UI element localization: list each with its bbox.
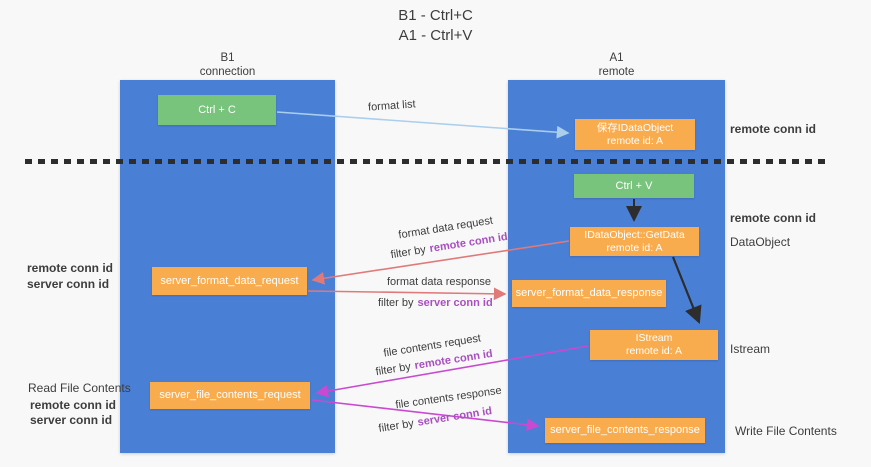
arrow-format-list <box>276 111 570 139</box>
node-saved-idataobject: 保存IDataObject remote id: A <box>575 119 695 150</box>
node-server-format-data-response: server_format_data_response <box>512 280 666 307</box>
annotation-left-server-conn-id: server conn id <box>27 277 110 291</box>
lane-a1-title: A1 <box>609 52 624 64</box>
node-istream-line2: remote id: A <box>625 345 683 357</box>
node-server-file-contents-request: server_file_contents_request <box>150 382 310 409</box>
filter-by-text: filter by <box>378 297 414 309</box>
lane-b1-title: B1 <box>220 52 235 64</box>
annotation-dataobject: DataObject <box>730 235 791 249</box>
node-server-format-data-request: server_format_data_request <box>152 267 307 295</box>
node-server-format-data-response-label: server_format_data_response <box>515 287 663 299</box>
annotation-left-remote-conn-id-2: remote conn id <box>30 398 117 412</box>
arrow-file-contents-request <box>315 345 589 398</box>
annotation-left-remote-conn-id: remote conn id <box>27 261 114 275</box>
node-istream: IStream remote id: A <box>590 330 718 360</box>
annotation-read-file-contents: Read File Contents <box>28 381 131 395</box>
arrow-file-contents-response <box>311 399 540 432</box>
node-saved-idataobject-line1: 保存IDataObject <box>596 121 674 134</box>
diagram-title-line2: A1 - Ctrl+V <box>398 27 473 44</box>
node-server-file-contents-response-label: server_file_contents_response <box>550 424 700 436</box>
node-server-file-contents-request-label: server_file_contents_request <box>159 389 301 401</box>
lane-header-a1: A1 remote <box>508 51 725 79</box>
node-getdata-line1: IDataObject::GetData <box>584 228 685 241</box>
node-server-file-contents-response: server_file_contents_response <box>545 418 705 443</box>
label-format-data-response: format data response <box>387 276 491 288</box>
annotation-write-file-contents: Write File Contents <box>735 424 837 438</box>
node-ctrl-c-label: Ctrl + C <box>198 103 236 116</box>
node-ctrl-v: Ctrl + V <box>574 174 694 198</box>
lane-a1-subtitle: remote <box>598 66 635 78</box>
node-ctrl-c: Ctrl + C <box>158 95 276 125</box>
arrow-format-data-response <box>307 287 507 301</box>
node-server-format-data-request-label: server_format_data_request <box>160 274 299 287</box>
node-getdata-line2: remote id: A <box>606 241 663 254</box>
annotation-right-remote-conn-id-mid: remote conn id <box>730 211 817 225</box>
annotation-left-server-conn-id-2: server conn id <box>30 413 113 427</box>
node-istream-line1: IStream <box>635 332 673 344</box>
annotation-istream: Istream <box>730 342 771 356</box>
server-conn-id-text: server conn id <box>417 297 493 309</box>
annotation-right-remote-conn-id-top: remote conn id <box>730 122 817 136</box>
arrow-getdata-to-istream <box>671 256 702 325</box>
node-idataobject-getdata: IDataObject::GetData remote id: A <box>570 227 699 256</box>
node-ctrl-v-label: Ctrl + V <box>615 179 653 192</box>
arrow-format-data-request <box>311 240 570 285</box>
clipboard-boundary-dashed-line <box>25 159 831 164</box>
lane-b1-subtitle: connection <box>199 66 256 78</box>
lane-header-b1: B1 connection <box>120 51 335 79</box>
diagram-title-line1: B1 - Ctrl+C <box>398 7 473 24</box>
node-saved-idataobject-line2: remote id: A <box>606 134 664 147</box>
